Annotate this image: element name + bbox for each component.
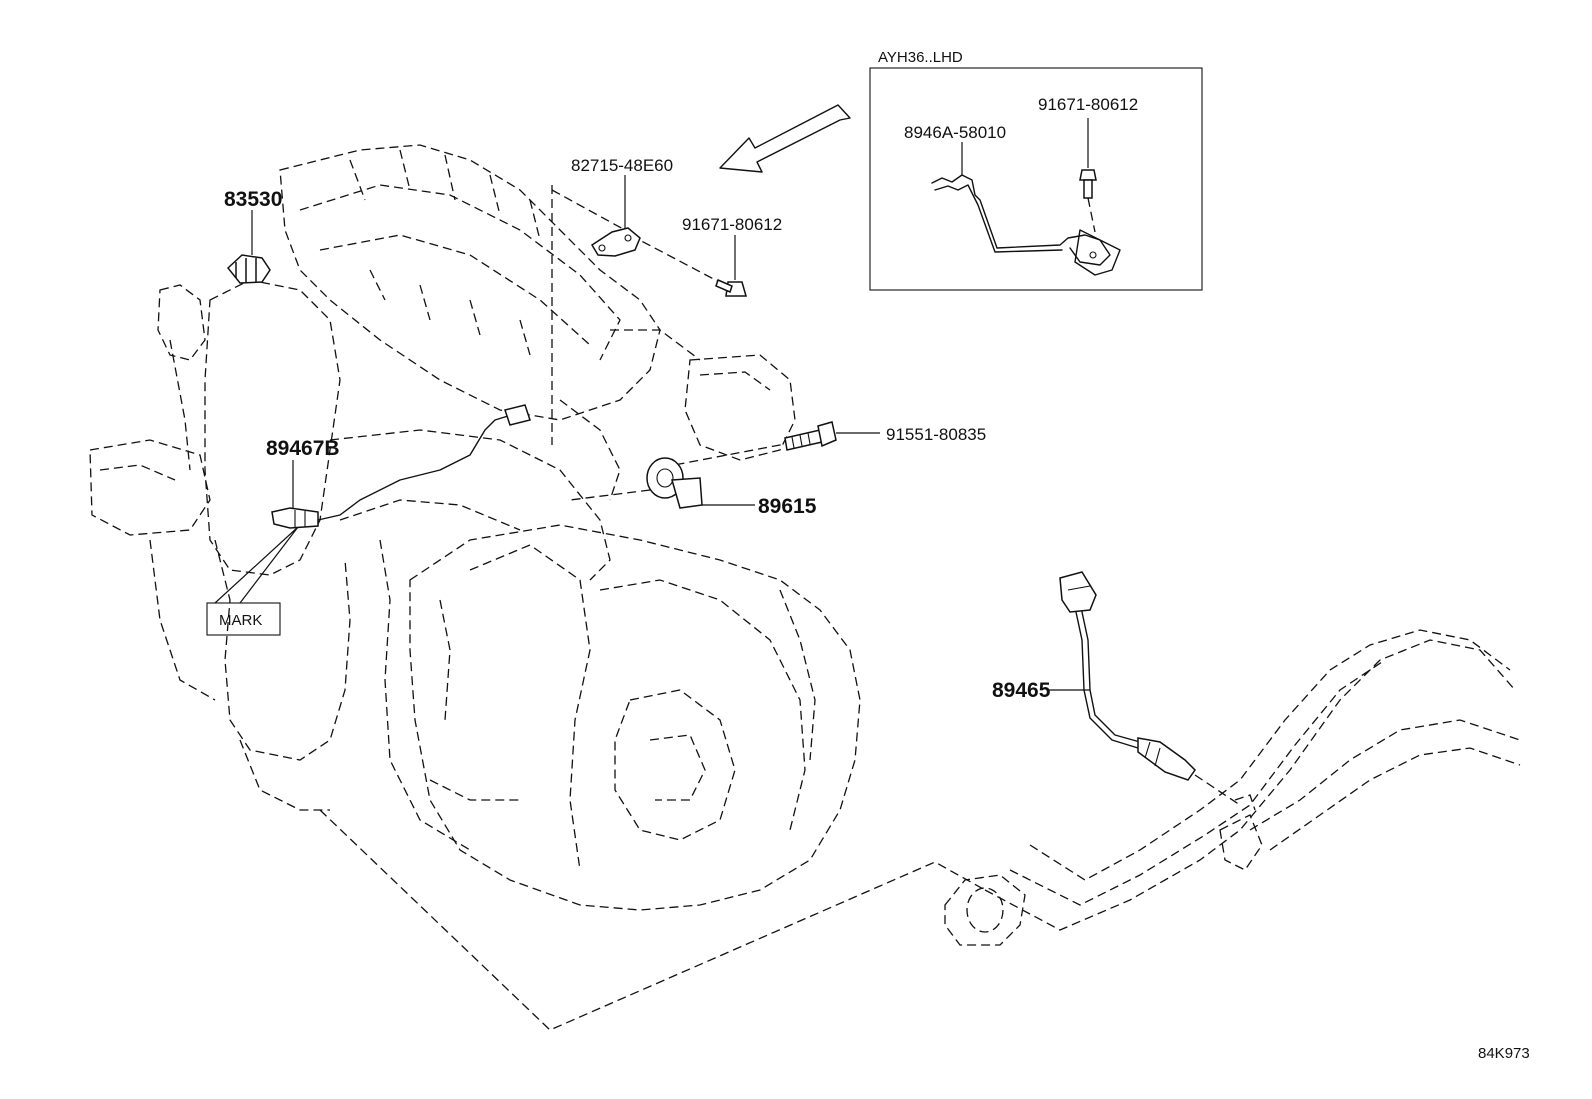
part-89465-oxygen-sensor bbox=[1048, 571, 1241, 806]
label-91671-80612-main: 91671-80612 bbox=[682, 215, 782, 234]
label-82715-48e60: 82715-48E60 bbox=[571, 156, 673, 175]
figure-code: 84K973 bbox=[1478, 1045, 1530, 1062]
inset-box: AYH36..LHD bbox=[869, 49, 1203, 291]
engine-assembly-outline bbox=[89, 144, 861, 911]
part-82715-wire-bracket bbox=[590, 175, 641, 257]
part-89615-knock-sensor bbox=[569, 457, 755, 509]
label-91551-80835: 91551-80835 bbox=[886, 425, 986, 444]
part-83530-oil-pressure-switch bbox=[226, 210, 271, 284]
label-8946a-58010: 8946A-58010 bbox=[904, 123, 1006, 142]
part-89467b-af-sensor bbox=[271, 404, 531, 529]
label-89465: 89465 bbox=[992, 679, 1051, 702]
part-91551-bolt bbox=[647, 421, 880, 471]
exhaust-pipe bbox=[319, 629, 1521, 1031]
part-91671-bolt-main bbox=[715, 235, 747, 297]
label-83530: 83530 bbox=[224, 188, 282, 211]
mark-label: MARK bbox=[219, 612, 262, 629]
label-91671-80612-inset: 91671-80612 bbox=[1038, 95, 1138, 114]
inset-title: AYH36..LHD bbox=[878, 49, 963, 66]
label-89615: 89615 bbox=[758, 495, 817, 518]
label-89467b: 89467B bbox=[266, 437, 340, 460]
mark-callout: MARK bbox=[206, 526, 299, 636]
direction-arrow bbox=[719, 104, 851, 173]
